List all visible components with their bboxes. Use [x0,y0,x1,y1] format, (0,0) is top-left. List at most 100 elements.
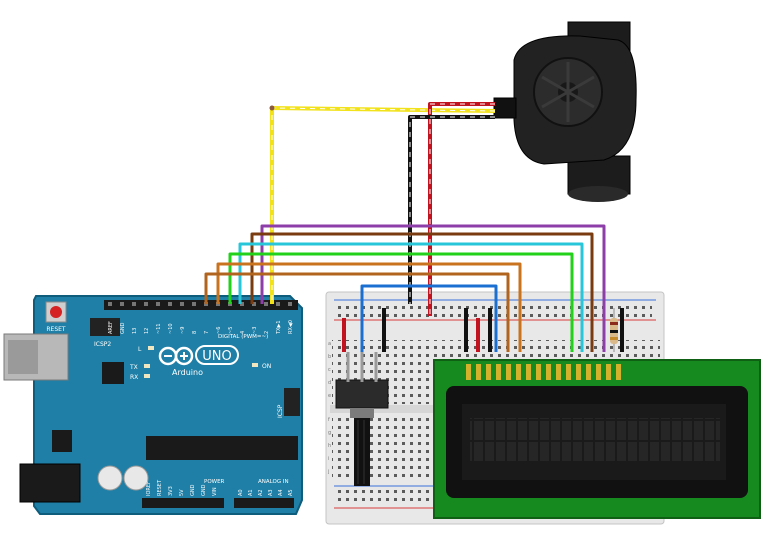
lcd-pin [486,364,491,380]
digital-pin-label: ~9 [180,327,186,334]
lcd-pin [496,364,501,380]
voltage-regulator [52,430,72,452]
power-label: POWER [204,479,225,485]
digital-pin-label: ~5 [228,327,234,334]
wire-brown [250,232,594,352]
breadboard-row-letters: a b c d e f g h i j [327,341,331,475]
digital-pin-label: 7 [204,331,210,334]
header-pin [192,302,196,306]
power-header [142,498,224,508]
header-pin [264,302,268,306]
icsp2-label: ICSP2 [94,341,111,348]
potentiometer-knob[interactable] [354,418,370,486]
power-pin-label: GND [201,484,207,496]
header-pin [132,302,136,306]
lcd-pin [546,364,551,380]
icsp-label: ICSP [277,404,284,418]
row-letter: d [328,380,331,386]
wire-red [428,102,495,316]
capacitor [123,465,149,491]
tx-led-label: TX [129,364,138,371]
wire-orange [216,262,522,352]
analog-header [234,498,294,508]
row-letter: j [327,469,329,475]
digital-pin-label: 12 [144,328,150,334]
header-pin [276,302,280,306]
digital-pin-label: ~10 [168,323,174,334]
row-letter: i [328,456,329,462]
lcd-pin-header [466,364,621,380]
digital-pin-label: RX◀0 [288,320,294,334]
small-chip [102,362,124,384]
analog-pin-label: A3 [268,489,274,496]
lcd-pin [476,364,481,380]
power-jack [19,463,81,503]
header-pin [108,302,112,306]
brand-label: Arduino [172,368,203,377]
digital-label: DIGITAL (PWM=~) [218,334,268,340]
lcd-pin [616,364,621,380]
analog-pin-label: A4 [278,489,284,496]
digital-header [104,300,298,310]
digital-pin-label: ~6 [216,327,222,334]
digital-pin-label: 2 [264,331,270,334]
atmega-chip [146,436,298,460]
power-pin-label: RESET [157,479,163,496]
analog-pin-labels: A0 A1 A2 A3 A4 A5 [238,489,294,496]
header-pin [180,302,184,306]
wire-blue [360,284,498,352]
water-flow-sensor [493,21,637,202]
row-letter: a [328,341,331,347]
lcd-pin [606,364,611,380]
analog-label: ANALOG IN [258,479,289,485]
lcd-pin [506,364,511,380]
lcd-pin [466,364,471,380]
row-letter: b [328,354,331,360]
row-letter: f [328,417,330,423]
resistor [610,308,618,352]
analog-pin-label: A5 [288,489,294,496]
arduino-logo-icon [158,346,194,366]
power-pin-label: VIN [212,487,218,496]
capacitor [97,465,123,491]
lcd-pin [566,364,571,380]
header-pin [144,302,148,306]
header-pin [252,302,256,306]
lcd-pin [526,364,531,380]
power-pin-label: IOREF [146,481,152,496]
wires [204,102,624,382]
wire-black [408,115,495,304]
analog-pin-label: A2 [258,489,264,496]
header-pin [120,302,124,306]
power-pin-label: GND [190,484,196,496]
row-letter: g [328,430,331,436]
power-pin-label: 3V3 [168,486,174,496]
lcd-pin [516,364,521,380]
l-led-label: L [138,346,142,353]
header-pin [240,302,244,306]
lcd-pin [586,364,591,380]
header-pin [156,302,160,306]
analog-pin-label: A1 [248,489,254,496]
digital-pin-label: GND [120,322,126,334]
analog-pin-label: A0 [238,489,244,496]
model-label: UNO [202,349,231,364]
wire-brown-2 [204,272,510,352]
lcd-16x2-module [433,359,761,519]
lcd-pin [536,364,541,380]
lcd-pin [556,364,561,380]
digital-pin-label: 13 [132,328,138,334]
digital-pin-label: ~3 [252,327,258,334]
reset-label: RESET [46,326,66,333]
lcd-pin [596,364,601,380]
wire-green [228,252,574,352]
row-letter: h [328,443,331,449]
potentiometer [335,379,389,486]
digital-pin-label: 4 [240,331,246,334]
row-letter: c [328,367,331,373]
row-letter: e [328,393,331,399]
